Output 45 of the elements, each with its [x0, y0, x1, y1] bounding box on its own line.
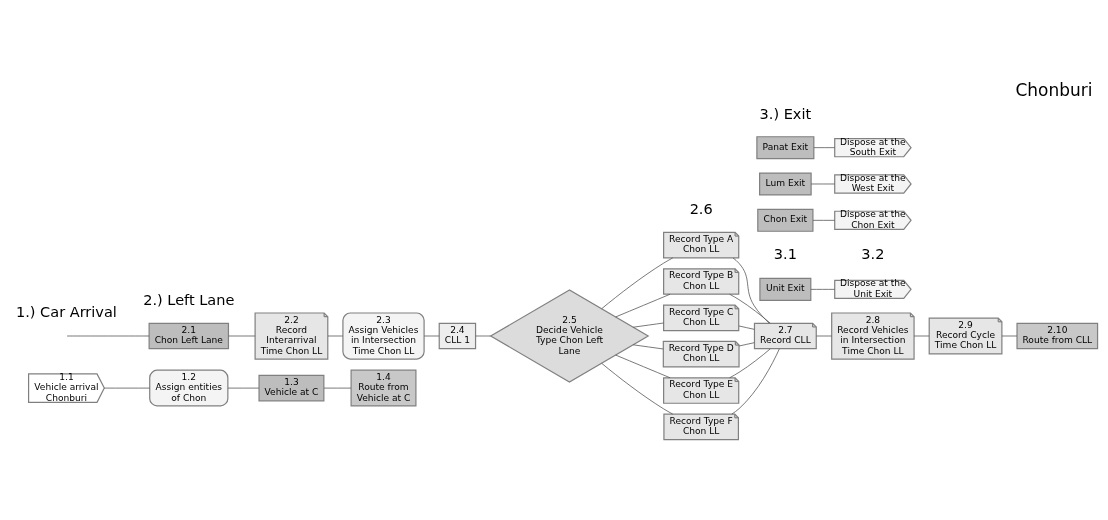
- node-box: Panat Exit: [756, 136, 815, 160]
- connector: [810, 183, 836, 185]
- connector: [738, 342, 755, 347]
- connector: [615, 354, 671, 379]
- node-box: 2.3 Assign Vehicles in Intersection Time Chon LL: [342, 312, 425, 360]
- connector: [601, 257, 674, 310]
- node-box: 1.2 Assign entities of Chon: [149, 369, 229, 407]
- connector: [327, 335, 344, 337]
- connector: [729, 348, 771, 379]
- connector: [423, 335, 440, 337]
- diagram-title: Chonburi: [1015, 80, 1093, 101]
- connector: [104, 387, 151, 389]
- node-box: 2.1 Chon Left Lane: [148, 322, 230, 350]
- connector: [632, 322, 664, 328]
- connector: [632, 344, 664, 350]
- connector: [601, 362, 674, 415]
- label: 2.6: [689, 201, 713, 218]
- node-box: Lum Exit: [759, 172, 812, 196]
- node-box: Chon Exit: [757, 208, 814, 232]
- connector: [729, 293, 771, 324]
- node-box: 2.10 Route from CLL: [1016, 322, 1099, 350]
- label: 2.) Left Lane: [143, 292, 235, 309]
- label: 1.) Car Arrival: [15, 304, 117, 321]
- node-box: 2.4 CLL 1: [438, 322, 477, 350]
- connector: [813, 147, 836, 149]
- connector: [227, 387, 260, 389]
- node-box: 1.3 Vehicle at C: [258, 374, 325, 402]
- connector: [228, 335, 256, 337]
- connector: [738, 325, 755, 330]
- node-label: 3.1: [773, 245, 797, 262]
- connector: [1001, 335, 1018, 337]
- connector: [810, 288, 836, 290]
- connector: [66, 335, 150, 337]
- connector: [812, 219, 836, 221]
- connector: [731, 348, 780, 415]
- connector: [475, 335, 491, 337]
- node-label: 3.2: [861, 245, 885, 262]
- connector: [323, 387, 352, 389]
- connector: [913, 335, 930, 337]
- label: 3.) Exit: [759, 105, 812, 122]
- connector: [816, 335, 833, 337]
- connector: [615, 293, 671, 318]
- node-diamond: 2.5 Decide Vehicle Type Chon Left Lane: [489, 289, 650, 383]
- node-box: 1.4 Route from Vehicle at C: [350, 369, 417, 407]
- node-box: Unit Exit: [759, 277, 812, 301]
